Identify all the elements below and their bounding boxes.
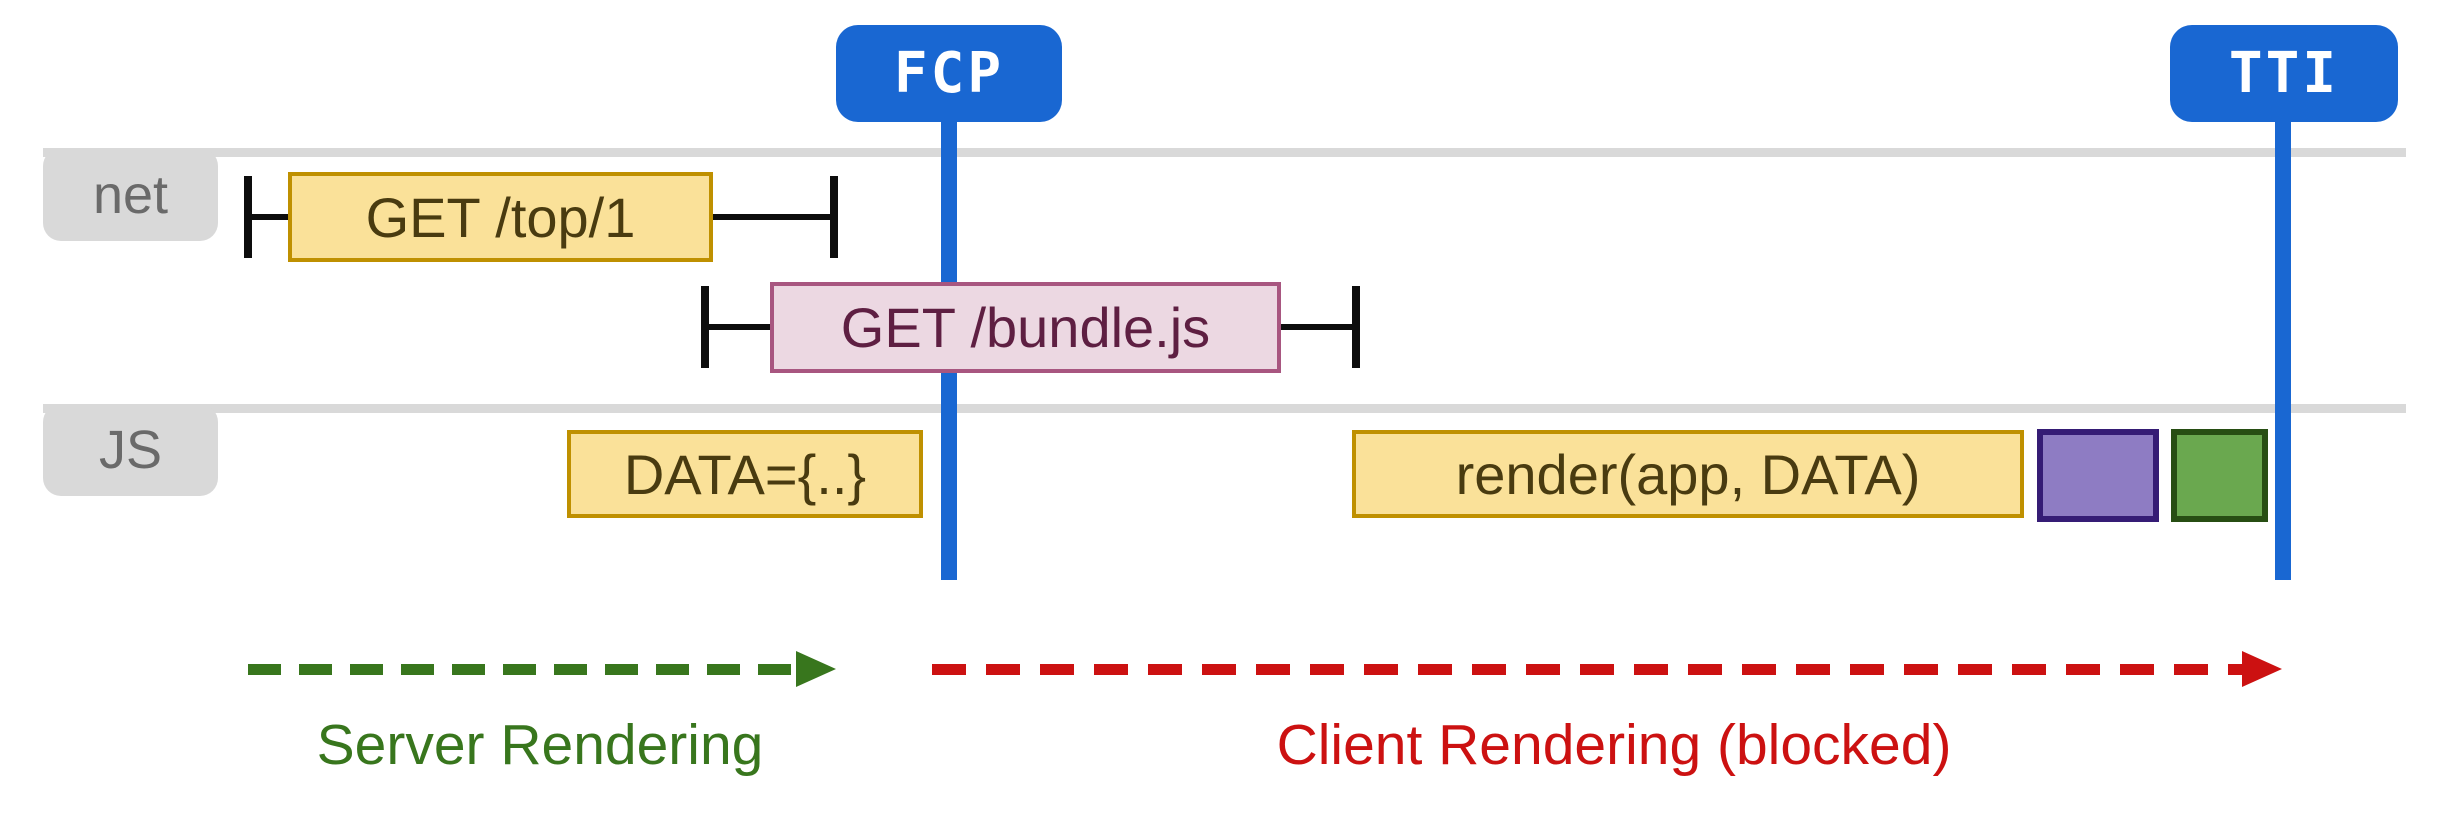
client-arrowhead-icon xyxy=(2242,651,2282,687)
net-lane-line xyxy=(43,148,2406,157)
js-lane-line xyxy=(43,404,2406,413)
whisker-line xyxy=(707,324,772,330)
server-rendering-arrow xyxy=(248,664,800,675)
net-lane-label: net xyxy=(43,148,218,241)
server-arrowhead-icon xyxy=(796,651,836,687)
get-bundle-request-bar: GET /bundle.js xyxy=(770,282,1281,373)
request-start-tick xyxy=(701,286,709,368)
client-rendering-label: Client Rendering (blocked) xyxy=(1276,713,1952,777)
request-start-tick xyxy=(244,176,252,258)
js-lane-label: JS xyxy=(43,404,218,496)
data-parse-bar: DATA={..} xyxy=(567,430,923,518)
fcp-badge: FCP xyxy=(836,25,1062,122)
render-call-bar: render(app, DATA) xyxy=(1352,430,2024,518)
get-top-request-bar: GET /top/1 xyxy=(288,172,713,262)
green-task-block xyxy=(2171,429,2268,522)
whisker-line xyxy=(711,214,832,220)
request-end-tick xyxy=(1352,286,1360,368)
request-end-tick xyxy=(830,176,838,258)
tti-timeline xyxy=(2275,120,2291,580)
whisker-line xyxy=(1279,324,1356,330)
whisker-line xyxy=(250,214,292,220)
purple-task-block xyxy=(2037,429,2159,522)
server-rendering-label: Server Rendering xyxy=(316,713,764,777)
tti-badge: TTI xyxy=(2170,25,2398,122)
client-rendering-arrow xyxy=(932,664,2244,675)
